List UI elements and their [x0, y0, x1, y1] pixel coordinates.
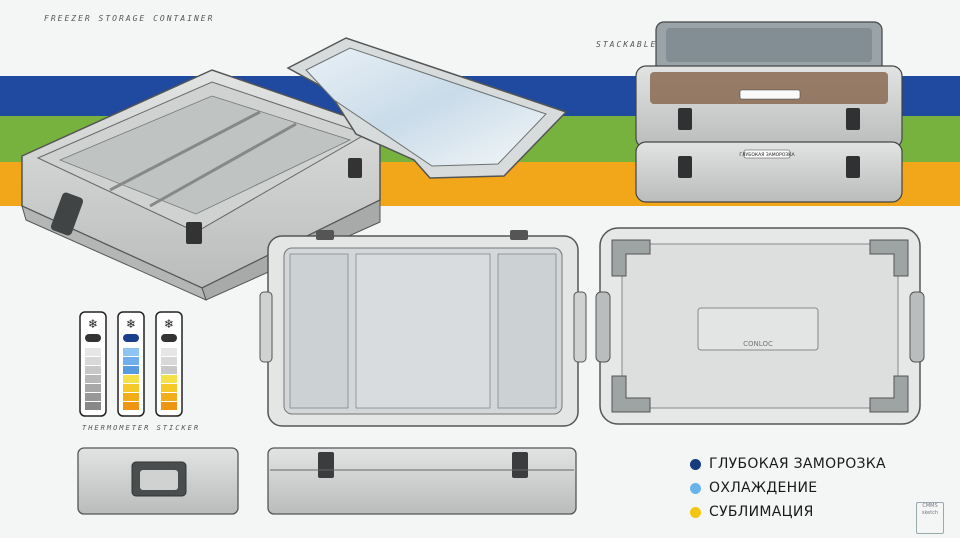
scale-segment: [123, 357, 139, 365]
indicator-pill: [123, 334, 139, 342]
cooling-dot-icon: [690, 482, 701, 494]
legend-item-deep-freeze: ГЛУБОКАЯ ЗАМОРОЗКА: [690, 452, 886, 476]
scale-segment: [85, 402, 101, 410]
legend-item-sublimation: СУБЛИМАЦИЯ: [690, 500, 886, 524]
scale-segment: [161, 402, 177, 410]
latch-icon: [186, 222, 202, 244]
scale-segment: [161, 348, 177, 356]
stackable-label: STACKABLE: [596, 40, 658, 49]
scale-segment: [85, 393, 101, 401]
legend-label: ОХЛАЖДЕНИЕ: [709, 480, 818, 496]
scale-segment: [85, 357, 101, 365]
scale-segment: [161, 393, 177, 401]
handle-icon: [50, 192, 84, 236]
scale-segment: [123, 348, 139, 356]
legend-item-cooling: ОХЛАЖДЕНИЕ: [690, 476, 886, 500]
thermometer-deep-freeze: ❄: [79, 311, 107, 417]
sublimation-dot-icon: [690, 506, 701, 518]
title-label: FREEZER STORAGE CONTAINER: [44, 14, 215, 23]
scale-segment: [123, 366, 139, 374]
box-label-text: ГЛУБОКАЯ ЗАМОРОЗКА: [739, 152, 795, 158]
latch-icon: [678, 156, 692, 178]
scale-segment: [123, 402, 139, 410]
legend-label: СУБЛИМАЦИЯ: [709, 504, 814, 520]
latch-icon: [678, 108, 692, 130]
thermometer-stickers: ❄ ❄ ❄: [79, 311, 183, 417]
stacked-boxes-view: ГЛУБОКАЯ ЗАМОРОЗКА: [635, 21, 903, 203]
indicator-pill: [161, 334, 177, 342]
scale-segment: [161, 357, 177, 365]
scale-segment: [85, 366, 101, 374]
scale-segment: [161, 366, 177, 374]
lid-logo: CONLOC: [743, 340, 773, 348]
front-view-latches: [267, 447, 577, 515]
thermometer-cooling: ❄: [117, 311, 145, 417]
thermometer-label: THERMOMETER STICKER: [82, 424, 201, 432]
scale-segment: [161, 375, 177, 383]
latch-icon: [846, 108, 860, 130]
scale-segment: [85, 375, 101, 383]
open-box-view: [21, 69, 381, 301]
snowflake-icon: ❄: [126, 317, 136, 331]
scale-segment: [85, 348, 101, 356]
floating-lid-view: [286, 37, 568, 179]
scale-segment: [123, 375, 139, 383]
scale-segment: [161, 384, 177, 392]
snowflake-icon: ❄: [164, 317, 174, 331]
deep-freeze-dot-icon: [690, 458, 701, 470]
top-view-open: [259, 230, 587, 427]
latch-icon: [846, 156, 860, 178]
legend: ГЛУБОКАЯ ЗАМОРОЗКА ОХЛАЖДЕНИЕ СУБЛИМАЦИЯ: [690, 452, 886, 524]
snowflake-icon: ❄: [88, 317, 98, 331]
scale-segment: [123, 384, 139, 392]
top-view-closed: CONLOC: [595, 227, 925, 425]
front-view-handle: [77, 447, 239, 515]
legend-label: ГЛУБОКАЯ ЗАМОРОЗКА: [709, 456, 886, 472]
thermometer-sublimation: ❄: [155, 311, 183, 417]
latch-icon: [348, 158, 362, 178]
scale-segment: [123, 393, 139, 401]
scale-segment: [85, 384, 101, 392]
indicator-pill: [85, 334, 101, 342]
